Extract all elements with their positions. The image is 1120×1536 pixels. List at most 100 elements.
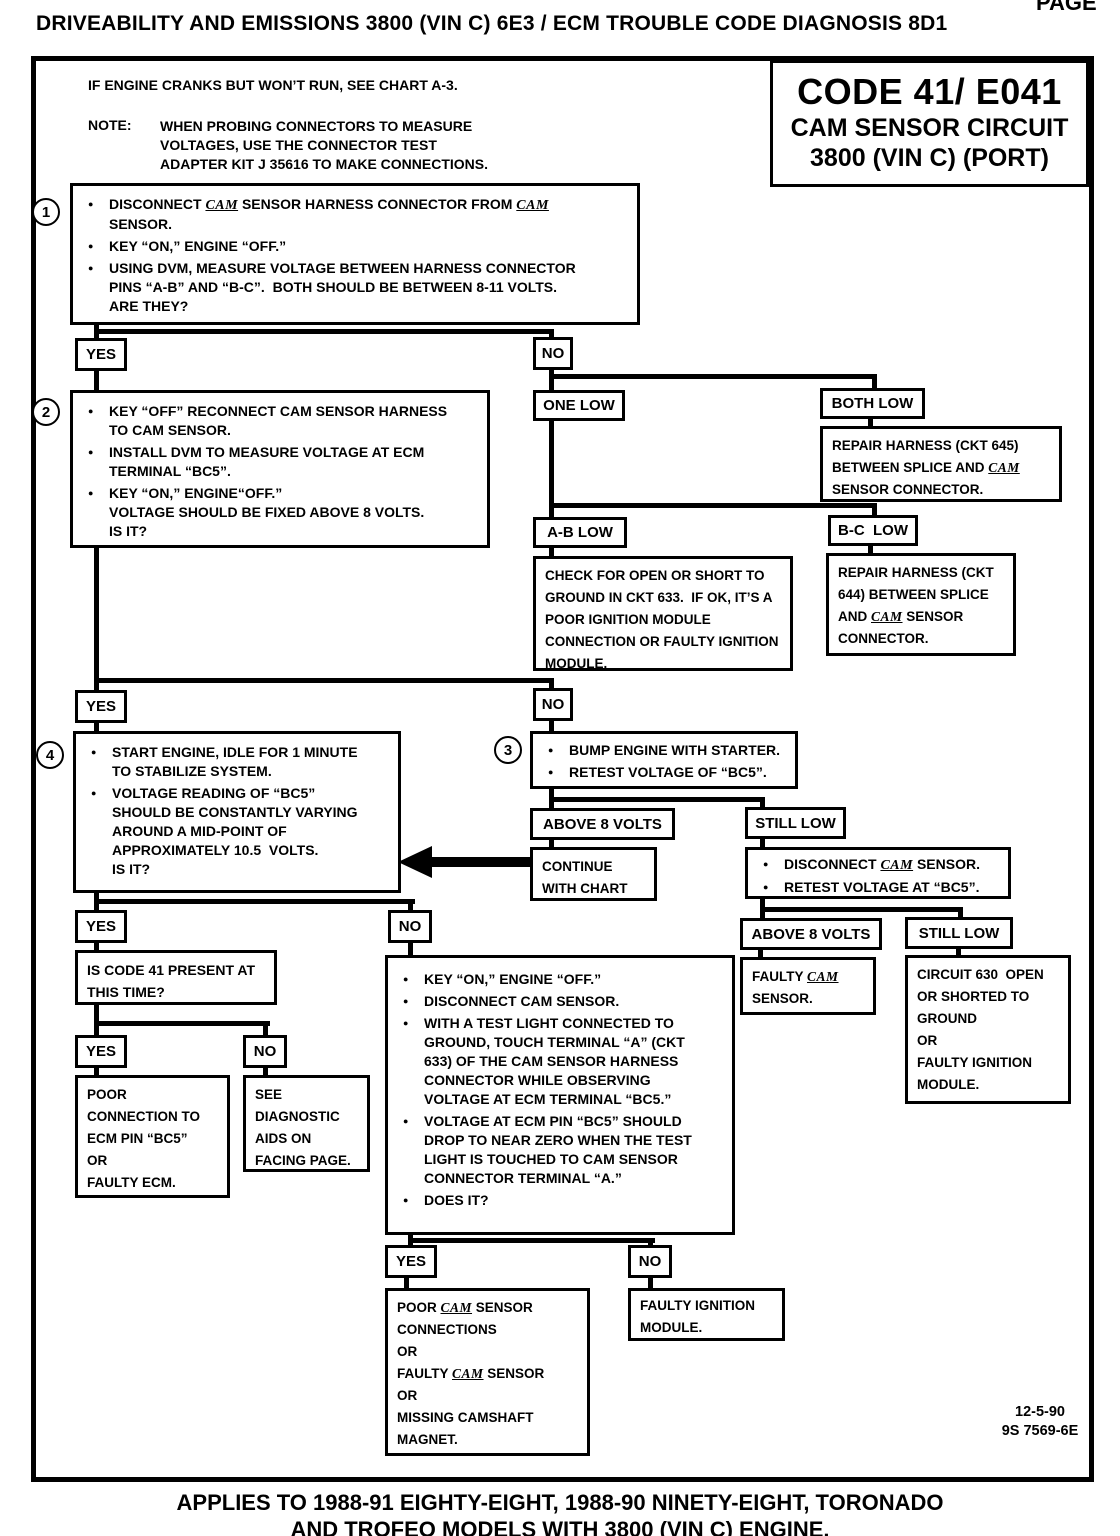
branch-no-code41: NO — [243, 1035, 287, 1068]
connector-line — [263, 1021, 268, 1036]
doc-date: 12-5-90 — [1015, 1404, 1065, 1420]
branch-yes-testlight: YES — [385, 1245, 437, 1278]
branch-yes-step2: YES — [75, 690, 127, 723]
cam-emphasis: CAM — [205, 198, 239, 213]
bullet-text: WITH A TEST LIGHT CONNECTED TO GROUND, T… — [424, 1015, 685, 1107]
page-header-title: DRIVEABILITY AND EMISSIONS 3800 (VIN C) … — [36, 12, 948, 35]
faulty-ignition-box: FAULTY IGNITION MODULE. — [628, 1288, 785, 1341]
doc-number: 9S 7569-6E — [1001, 1423, 1079, 1439]
bullet-item: ●START ENGINE, IDLE FOR 1 MINUTE TO STAB… — [88, 743, 386, 781]
bullet-item: ● VOLTAGE AT ECM PIN “BC5” SHOULD DROP TO… — [400, 1112, 720, 1188]
branch-no-label: NO — [541, 696, 565, 713]
note-text: WHEN PROBING CONNECTORS TO MEASURE VOLTA… — [160, 118, 489, 172]
branch-ab-low: A-B LOW — [533, 517, 627, 548]
bc-low-label: B-C LOW — [838, 522, 908, 539]
branch-yes-label: YES — [395, 1253, 426, 1270]
connector-line — [760, 797, 765, 808]
bullet-icon: ● — [403, 1116, 409, 1126]
faulty-cam-sensor-text: FAULTY CAM SENSOR. — [752, 969, 839, 1006]
connector-line — [94, 1068, 99, 1076]
circuit-title-line2: 3800 (VIN C) (PORT) — [810, 144, 1049, 172]
bullet-icon: ● — [403, 1195, 409, 1205]
bullet-icon: ● — [403, 1018, 409, 1028]
check-ckt633-text: CHECK FOR OPEN OR SHORT TO GROUND IN CKT… — [545, 568, 783, 671]
bullet-text: RETEST VOLTAGE AT “BC5”. — [784, 879, 980, 895]
connector-line — [94, 723, 99, 732]
bullet-text: VOLTAGE AT ECM PIN “BC5” SHOULD DROP TO … — [424, 1113, 692, 1186]
bullet-text: DISCONNECT CAM SENSOR. — [784, 856, 980, 873]
connector-line — [868, 419, 873, 427]
bullet-icon: ● — [88, 406, 94, 416]
faulty-cam-sensor-box: FAULTY CAM SENSOR. — [740, 957, 876, 1015]
bullet-icon: ● — [548, 745, 554, 755]
branch-above8-step3: ABOVE 8 VOLTS — [530, 808, 675, 840]
bullet-item: ●USING DVM, MEASURE VOLTAGE BETWEEN HARN… — [85, 259, 625, 316]
step4-box: ● START ENGINE, IDLE FOR 1 MINUTE TO STAB… — [73, 731, 401, 893]
connector-line — [408, 1238, 655, 1243]
step3-number-circle: 3 — [494, 736, 522, 764]
faulty-ignition-text: FAULTY IGNITION MODULE. — [640, 1298, 756, 1335]
connector-line — [648, 1278, 653, 1289]
connector-line — [94, 1005, 99, 1036]
cam-emphasis: CAM — [988, 460, 1020, 475]
return-arrow-shaft — [430, 857, 532, 867]
bullet-item: ●INSTALL DVM TO MEASURE VOLTAGE AT ECM T… — [85, 443, 475, 481]
cam-emphasis: CAM — [440, 1300, 473, 1315]
branch-yes-code41: YES — [75, 1035, 127, 1068]
step1-box: ●DISCONNECT CAM SENSOR HARNESS CONNECTOR… — [70, 183, 640, 325]
bullet-item: ●DISCONNECT CAM SENSOR. — [760, 855, 996, 875]
cam-emphasis: CAM — [516, 198, 549, 213]
bullet-icon: ● — [91, 788, 97, 798]
branch-stilllow-retest: STILL LOW — [905, 917, 1013, 949]
bullet-text: KEY “OFF” RECONNECT CAM SENSOR HARNESS T… — [109, 403, 448, 438]
code41-present-text: IS CODE 41 PRESENT AT THIS TIME? — [87, 962, 256, 1000]
bullet-item: ●RETEST VOLTAGE AT “BC5”. — [760, 878, 996, 897]
test-light-box: ●KEY “ON,” ENGINE “OFF.”●DISCONNECT CAM … — [385, 955, 735, 1235]
step2-number: 2 — [41, 403, 51, 421]
connector-line — [94, 548, 99, 691]
connector-line — [760, 839, 765, 848]
continue-with-chart-box: CONTINUE WITH CHART — [530, 847, 657, 901]
bullet-text: INSTALL DVM TO MEASURE VOLTAGE AT ECM TE… — [109, 444, 425, 479]
step4-number: 4 — [45, 746, 55, 764]
connector-line — [648, 1238, 653, 1246]
stilllow-label: STILL LOW — [918, 924, 1000, 942]
branch-no-label: NO — [398, 918, 422, 935]
branch-no-label: NO — [638, 1253, 662, 1270]
bullet-item: ● KEY “OFF” RECONNECT CAM SENSOR HARNESS … — [85, 402, 475, 440]
connector-line — [956, 949, 961, 956]
branch-above8-retest: ABOVE 8 VOLTS — [740, 918, 882, 950]
connector-line — [94, 329, 554, 334]
connector-line — [404, 1278, 409, 1289]
step1-bullets: ●DISCONNECT CAM SENSOR HARNESS CONNECTOR… — [85, 195, 625, 316]
bullet-item: ●KEY “ON,” ENGINE “OFF.” — [85, 237, 625, 256]
both-low-label: BOTH LOW — [831, 395, 914, 412]
circuit-title-line1: CAM SENSOR CIRCUIT — [790, 114, 1069, 142]
ab-low-label: A-B LOW — [547, 524, 613, 541]
connector-line — [549, 678, 554, 689]
cam-emphasis: CAM — [452, 1366, 484, 1381]
bullet-text: START ENGINE, IDLE FOR 1 MINUTE TO STABI… — [112, 744, 358, 779]
check-ckt633-box: CHECK FOR OPEN OR SHORT TO GROUND IN CKT… — [533, 556, 793, 671]
connector-line — [94, 678, 554, 683]
cam-emphasis: CAM — [871, 609, 903, 624]
branch-yes-label: YES — [85, 918, 116, 935]
connector-line — [94, 371, 99, 391]
bullet-item: ● WITH A TEST LIGHT CONNECTED TO GROUND, … — [400, 1014, 720, 1109]
poor-cam-sensor-box: POOR CAM SENSOR CONNECTIONS OR FAULTY CA… — [385, 1288, 590, 1456]
connector-line — [94, 943, 99, 951]
branch-yes-step1: YES — [75, 338, 127, 371]
bullet-item: ●DISCONNECT CAM SENSOR. — [400, 992, 720, 1011]
bullet-text: VOLTAGE READING OF “BC5” SHOULD BE CONST… — [112, 785, 358, 877]
branch-no-label: NO — [541, 345, 565, 362]
connector-line — [760, 907, 963, 912]
branch-yes-label: YES — [85, 346, 116, 363]
return-arrow-left-icon — [398, 846, 432, 878]
bullet-icon: ● — [88, 488, 94, 498]
note-label: NOTE: — [88, 117, 132, 133]
bullet-item: ●BUMP ENGINE WITH STARTER. — [545, 741, 783, 760]
branch-no-step1: NO — [533, 337, 573, 370]
branch-no-label: NO — [253, 1043, 277, 1060]
bullet-text: KEY “ON,” ENGINE “OFF.” — [109, 238, 287, 254]
